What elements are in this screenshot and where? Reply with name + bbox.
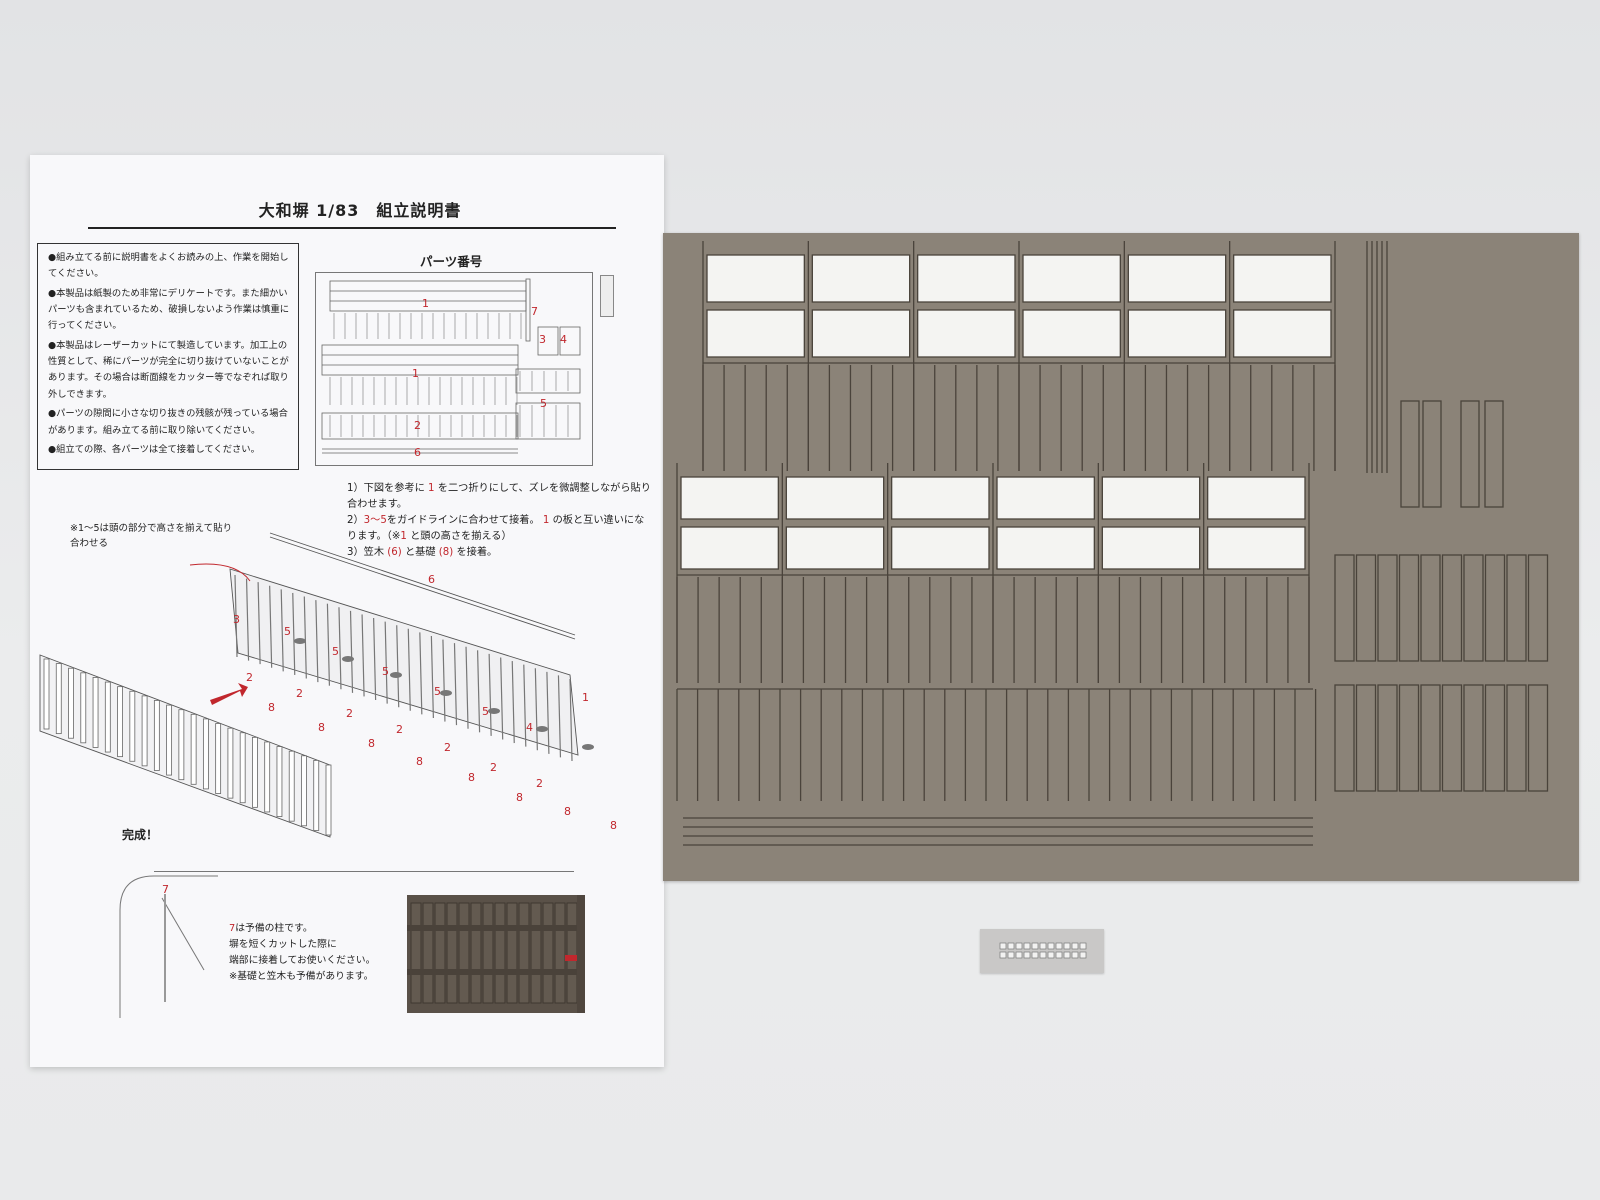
complete-label: 完成！	[122, 828, 159, 842]
step-1: 1）下図を参考に 1 を二つ折りにして、ズレを微調整しながら貼り合わせます。	[347, 483, 651, 510]
laser-cut-board	[663, 233, 1579, 881]
diagram-part-label: 5	[332, 645, 339, 658]
note-item: ●本製品はレーザーカットにて製造しています。加工上の性質として、稀にパーツが完全…	[48, 339, 289, 400]
diagram-part-label: 8	[368, 737, 375, 750]
spare-fig-label: 7	[162, 883, 169, 896]
height-alignment-note: ※1～5は頭の部分で高さを揃えて貼り合わせる	[70, 523, 233, 549]
diagram-part-label: 5	[482, 705, 489, 718]
section-divider	[154, 871, 574, 872]
part-number-label: 2	[414, 419, 421, 432]
spare-pillar-photo	[407, 895, 584, 1013]
note-item: ●組立ての際、各パーツは全て接着してください。	[48, 444, 260, 456]
parts-layout-svg	[321, 278, 581, 454]
spare-section-frame	[119, 875, 218, 1018]
diagram-part-label: 8	[268, 701, 275, 714]
diagram-part-label: 6	[428, 573, 435, 586]
part-number-label: 1	[422, 297, 429, 310]
spare-pillar-text: 7は予備の柱です。 塀を短くカットした際に 端部に接着してお使いください。 ※基…	[229, 923, 376, 982]
diagram-part-label: 1	[582, 691, 589, 704]
assembly-diagram	[39, 532, 594, 838]
foundation-parts-piece	[980, 929, 1104, 973]
caution-notes-box: ●組み立てる前に説明書をよくお読みの上、作業を開始してください。 ●本製品は紙製…	[37, 243, 299, 470]
diagram-part-label: 8	[516, 791, 523, 804]
diagram-part-label: 8	[468, 771, 475, 784]
part-number-label: 4	[560, 333, 567, 346]
diagram-part-label: 5	[284, 625, 291, 638]
parts-heading: パーツ番号	[420, 254, 483, 269]
diagram-part-label: 5	[434, 685, 441, 698]
part-number-label: 5	[540, 397, 547, 410]
part-number-label: 3	[539, 333, 546, 346]
title-underline	[88, 227, 616, 229]
note-item: ●本製品は紙製のため非常にデリケートです。また細かいパーツも含まれているため、破…	[48, 287, 290, 332]
note-item: ●パーツの隙間に小さな切り抜きの残骸が残っている場合があります。組み立てる前に取…	[48, 408, 288, 436]
parts-layout-diagram: 1 1 2 3 4 5 6 7 8	[315, 272, 610, 466]
diagram-part-label: 2	[246, 671, 253, 684]
diagram-part-label: 2	[346, 707, 353, 720]
diagram-part-label: 8	[564, 805, 571, 818]
note-item: ●組み立てる前に説明書をよくお読みの上、作業を開始してください。	[48, 252, 289, 280]
board-cut-lines	[676, 241, 1549, 846]
diagram-part-label: 8	[416, 755, 423, 768]
part-number-label: 7	[531, 305, 538, 318]
instruction-sheet: 大和塀 1/83 組立説明書 ●組み立てる前に説明書をよくお読みの上、作業を開始…	[30, 155, 664, 1067]
diagram-part-label: 5	[382, 665, 389, 678]
step-2: 2）3～5をガイドラインに合わせて接着。 1 の板と互い違いになります。（※1 …	[347, 515, 645, 542]
part-number-label: 6	[414, 446, 421, 459]
sheet-title: 大和塀 1/83 組立説明書	[258, 201, 462, 220]
step-3: 3）笠木 (6) と基礎 (8) を接着。	[347, 547, 498, 558]
red-arrow-icon	[565, 955, 577, 961]
diagram-part-label: 2	[396, 723, 403, 736]
part-number-label: 1	[412, 367, 419, 380]
diagram-part-label: 8	[318, 721, 325, 734]
diagram-part-label: 4	[526, 721, 533, 734]
diagram-part-label: 3	[233, 613, 240, 626]
diagram-part-label: 8	[610, 819, 617, 832]
diagram-part-label: 2	[296, 687, 303, 700]
diagram-part-label: 2	[536, 777, 543, 790]
spare-pillar-photo-post	[577, 895, 585, 1013]
part-8-thumbnail	[600, 275, 614, 317]
diagram-part-label: 2	[490, 761, 497, 774]
diagram-part-label: 2	[444, 741, 451, 754]
